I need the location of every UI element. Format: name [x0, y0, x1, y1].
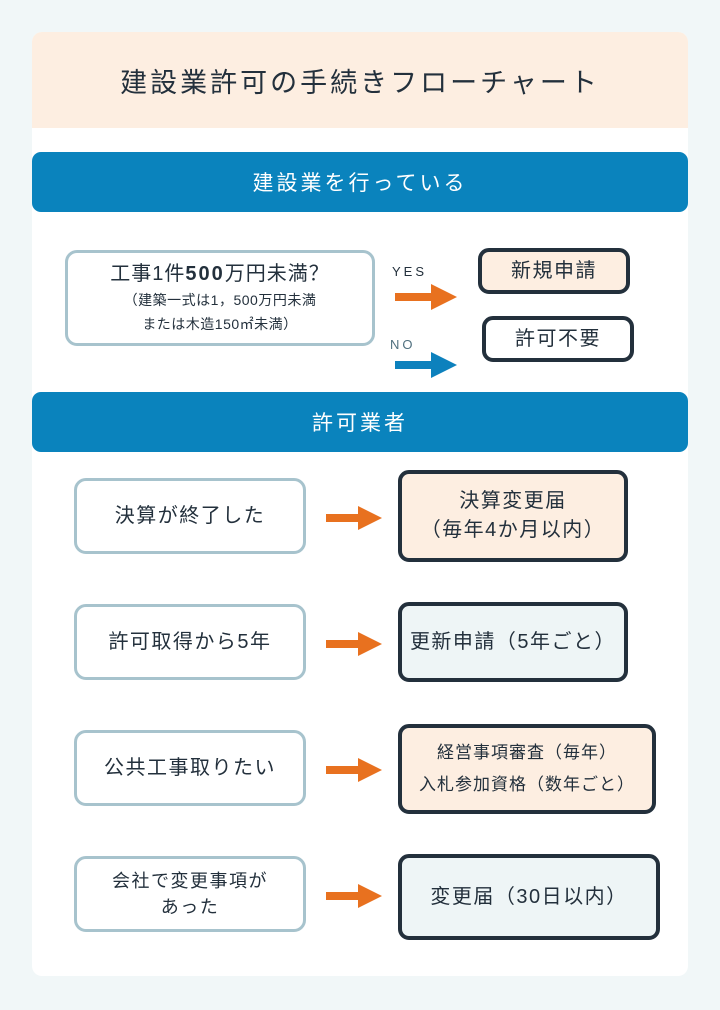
result-box-management-review: 経営事項審査（毎年） 入札参加資格（数年ごと） [398, 724, 656, 814]
condition-label: 決算が終了した [114, 504, 266, 527]
arrow-right-icon-no [395, 350, 459, 385]
arrow-right-icon-row-1 [326, 505, 384, 536]
decision-main-suffix: 万円未満？ [224, 263, 330, 286]
arrow-right-icon-row-3 [326, 757, 384, 788]
condition-label-line-1: 会社で変更事項が [112, 870, 268, 891]
result-label-line-2: 入札参加資格（数年ごと） [419, 775, 635, 794]
page-title: 建設業許可の手続きフローチャート [120, 67, 600, 98]
outcome-label-no-permit-needed: 許可不要 [515, 327, 601, 350]
result-label-line-1: 経営事項審査（毎年） [437, 742, 617, 762]
section-header-licensed-operator: 許可業者 [32, 392, 688, 452]
condition-label: 許可取得から5年 [108, 630, 272, 653]
decision-sub-line-1: （建築一式は1，500万円未満 [123, 292, 317, 309]
condition-label-line-2: あった [160, 897, 220, 917]
result-label-line-1: 決算変更届 [459, 490, 567, 512]
condition-box-five-years-since-license: 許可取得から5年 [74, 604, 306, 680]
section-header-construction: 建設業を行っている [32, 152, 688, 212]
arrow-right-icon-yes [395, 282, 459, 317]
decision-sub-line-2: または木造150㎡未満） [142, 316, 298, 332]
result-box-renewal-application: 更新申請（5年ごと） [398, 602, 628, 682]
flowchart-card: 建設業許可の手続きフローチャート 建設業を行っている 工事1件500万円未満？ … [32, 32, 688, 976]
result-box-change-notification: 変更届（30日以内） [398, 854, 660, 940]
branch-label-no: NO [390, 337, 416, 352]
outcome-box-no-permit-needed: 許可不要 [482, 316, 634, 362]
decision-main-text: 工事1件500万円未満？ [110, 260, 330, 288]
condition-box-public-works: 公共工事取りたい [74, 730, 306, 806]
section-header-label: 許可業者 [312, 412, 408, 435]
result-label-line-1: 変更届（30日以内） [430, 885, 628, 908]
result-label-line-1: 更新申請（5年ごと） [409, 630, 617, 653]
condition-box-company-change: 会社で変更事項が あった [74, 856, 306, 932]
decision-main-prefix: 工事1件 [110, 263, 186, 286]
arrow-right-icon-row-4 [326, 883, 384, 914]
result-label-line-2: （毎年4か月以内） [420, 519, 606, 541]
arrow-right-icon-row-2 [326, 631, 384, 662]
result-box-fiscal-change-report: 決算変更届 （毎年4か月以内） [398, 470, 628, 562]
outcome-label-new-application: 新規申請 [511, 259, 597, 282]
title-band: 建設業許可の手続きフローチャート [32, 32, 688, 128]
section-header-label: 建設業を行っている [252, 172, 468, 195]
condition-box-fiscal-closed: 決算が終了した [74, 478, 306, 554]
decision-main-amount: 500 [185, 263, 225, 286]
outcome-box-new-application: 新規申請 [478, 248, 630, 294]
condition-label: 公共工事取りたい [104, 756, 276, 779]
branch-label-yes: YES [392, 264, 428, 279]
decision-box-threshold: 工事1件500万円未満？ （建築一式は1，500万円未満 または木造150㎡未満… [65, 250, 375, 346]
